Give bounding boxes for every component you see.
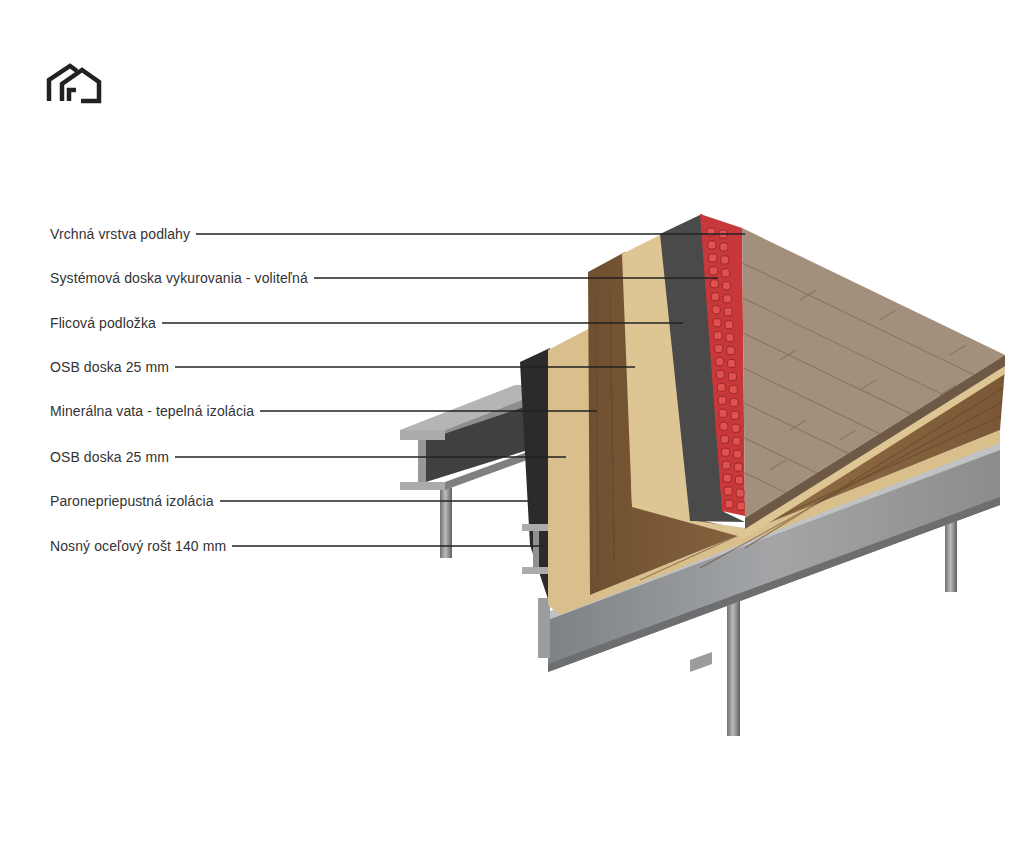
heating-bump [709, 254, 717, 262]
part-label: Minerálna vata - tepelná izolácia [50, 402, 260, 420]
part-label: Vrchná vrstva podlahy [50, 225, 196, 243]
heating-bump [717, 383, 725, 391]
label-slot: Flicová podložka [50, 314, 162, 332]
heating-bump [722, 448, 730, 456]
part-label: OSB doska 25 mm [50, 358, 175, 376]
label-slot: Vrchná vrstva podlahy [50, 225, 196, 243]
steel-beam [690, 652, 712, 672]
heating-bump [724, 308, 732, 316]
heating-bump [721, 256, 729, 264]
heating-bump [723, 474, 731, 482]
part-label: Flicová podložka [50, 314, 162, 332]
heating-bump [708, 241, 716, 249]
label-slot: Systémová doska vykurovania - voliteľná [50, 269, 314, 287]
label-slot: Minerálna vata - tepelná izolácia [50, 402, 260, 420]
steel-leg [727, 590, 740, 736]
plank-line [742, 472, 1005, 599]
logo-icon [49, 66, 99, 101]
heating-bump [730, 398, 738, 406]
heating-bump [722, 461, 730, 469]
plank-line [742, 402, 1005, 529]
heating-bump [710, 267, 718, 275]
label-slot: OSB doska 25 mm [50, 358, 175, 376]
heating-bump [712, 306, 720, 314]
steel-beam [538, 598, 550, 658]
heating-bump [734, 450, 742, 458]
heating-bump [720, 422, 728, 430]
heating-bump [725, 321, 733, 329]
heating-bump [731, 411, 739, 419]
floor-edge [745, 355, 1005, 529]
vapour-barrier [520, 348, 550, 605]
heating-bump [729, 385, 737, 393]
steel-beam [522, 567, 550, 574]
steel-beam [400, 430, 445, 440]
heating-bump [723, 295, 731, 303]
heating-bump [722, 282, 730, 290]
floor-top [742, 228, 1005, 518]
heating-bump [714, 332, 722, 340]
plank-joint [780, 350, 796, 360]
heating-bump [718, 396, 726, 404]
heating-bump [719, 409, 727, 417]
heating-bump [710, 280, 718, 288]
heating-bump [728, 372, 736, 380]
plank-joint [840, 430, 856, 440]
heating-bump [736, 489, 744, 497]
heating-bump [716, 358, 724, 366]
heating-bump [733, 437, 741, 445]
part-label: Paronepriepustná izolácia [50, 492, 220, 510]
heating-bump [735, 476, 743, 484]
heating-bump [721, 435, 729, 443]
logo-door [69, 90, 76, 101]
part-label: Nosný oceľový rošt 140 mm [50, 537, 232, 555]
heating-bump [715, 345, 723, 353]
heating-bump [724, 487, 732, 495]
label-slot: OSB doska 25 mm [50, 448, 175, 466]
plank-joint [770, 460, 786, 470]
heating-board-texture [707, 228, 745, 510]
steel-beam [400, 482, 445, 490]
heating-bump [737, 502, 745, 510]
plank-line [742, 298, 1005, 425]
flic-underlay [660, 214, 745, 522]
heating-bump [713, 319, 721, 327]
heating-bump [707, 228, 715, 236]
steel-leg [440, 488, 452, 558]
plank-joint [800, 290, 816, 300]
heating-bump [716, 370, 724, 378]
floor-planks [742, 263, 1005, 599]
plank-joint [790, 420, 806, 430]
label-slot: Nosný oceľový rošt 140 mm [50, 537, 232, 555]
plank-joint [860, 380, 876, 390]
heating-bump [727, 347, 735, 355]
plank-line [742, 263, 1005, 390]
heating-bump [720, 243, 728, 251]
logo-house [62, 70, 99, 101]
part-label: OSB doska 25 mm [50, 448, 175, 466]
heating-bump [711, 293, 719, 301]
steel-beam [522, 524, 550, 531]
steel-beam [533, 531, 539, 567]
heating-bump [725, 500, 733, 508]
part-label: Systémová doska vykurovania - voliteľná [50, 269, 314, 287]
wool-texture [610, 290, 614, 560]
heating-bump [728, 360, 736, 368]
heating-bump [722, 269, 730, 277]
heating-board [700, 214, 745, 516]
label-slot: Paronepriepustná izolácia [50, 492, 220, 510]
plank-joint [950, 345, 966, 355]
plank-joint [880, 310, 896, 320]
heating-bump [732, 424, 740, 432]
heating-bump [726, 334, 734, 342]
steel-beam [418, 440, 426, 482]
wool-texture [596, 300, 598, 580]
heating-bump [734, 463, 742, 471]
